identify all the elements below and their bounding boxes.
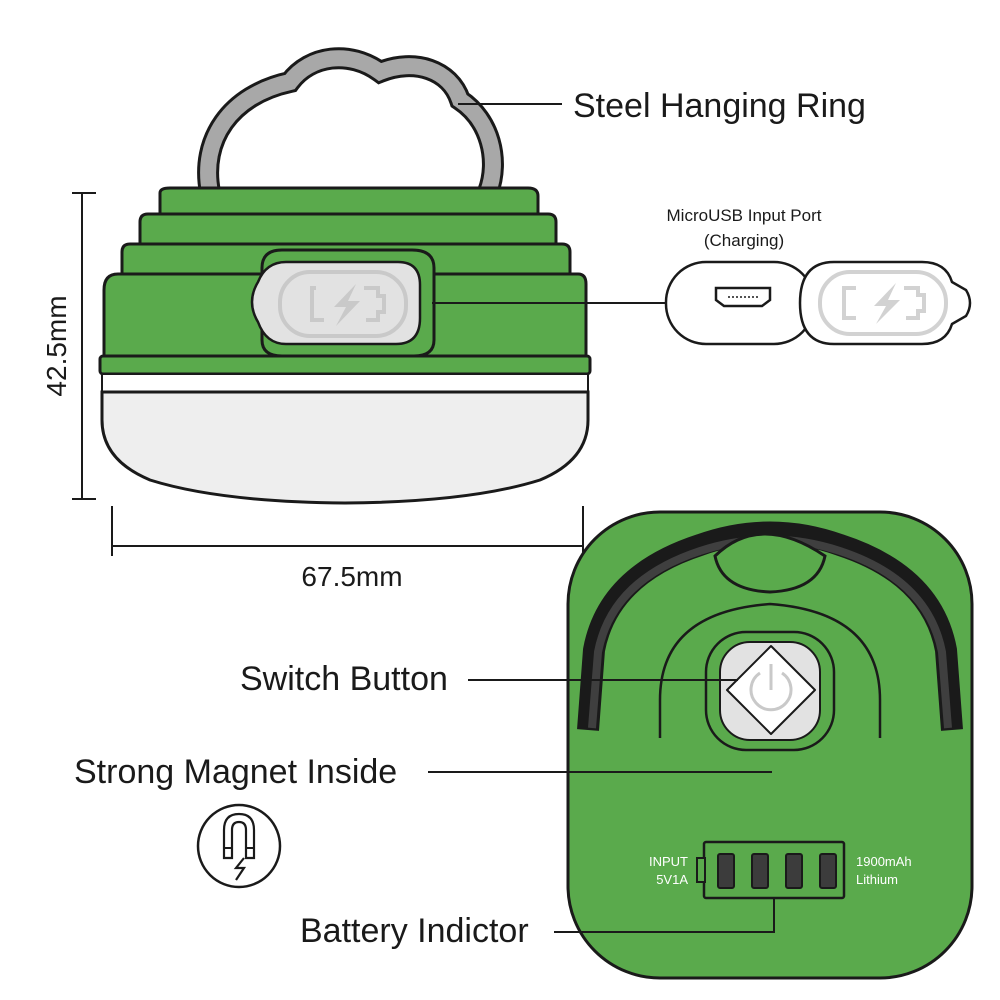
charge-port-cover [250,248,436,358]
battery-indicator [696,840,846,900]
lantern-bottom-view: INPUT 5V1A 1900mAh Lithium [566,510,974,980]
indicator-bar [785,853,803,889]
battery-charging-icon [310,284,386,326]
switch-button[interactable] [704,630,836,752]
body-rim [98,354,592,376]
usb-port-detail [664,260,972,346]
magnet-recess [658,602,882,738]
ring-hinge [713,532,827,594]
light-diffuser [100,390,590,505]
capacity-spec-line1: 1900mAh [856,854,912,869]
body-tier-top [158,186,540,216]
magnet-label: Strong Magnet Inside [74,753,397,791]
usb-port-label-line1: MicroUSB Input Port [667,206,822,225]
input-spec-line1: INPUT [649,854,688,869]
usb-port-label-line2: (Charging) [704,231,784,250]
micro-usb-icon [714,286,772,308]
width-dimension-label: 67.5mm [301,561,402,592]
indicator-bar [751,853,769,889]
hanging-ring-label: Steel Hanging Ring [573,87,866,125]
lantern-side-view [98,47,592,505]
input-spec-line2: 5V1A [656,872,688,887]
battery-charging-icon [842,283,926,324]
height-dimension: 42.5mm [41,192,96,500]
body-tier-2 [138,212,558,246]
battery-indicator-leader [554,898,775,933]
width-dimension: 67.5mm [111,506,584,592]
indicator-bars [717,853,837,889]
magnet-icon [196,803,282,889]
battery-indicator-label: Battery Indictor [300,912,529,950]
switch-button-label: Switch Button [240,660,448,698]
capacity-spec-line2: Lithium [856,872,898,887]
indicator-bar [717,853,735,889]
light-ring [101,373,589,393]
folded-hanging-ring [577,521,963,731]
power-icon [749,664,793,712]
height-dimension-label: 42.5mm [41,295,72,396]
indicator-bar [819,853,837,889]
